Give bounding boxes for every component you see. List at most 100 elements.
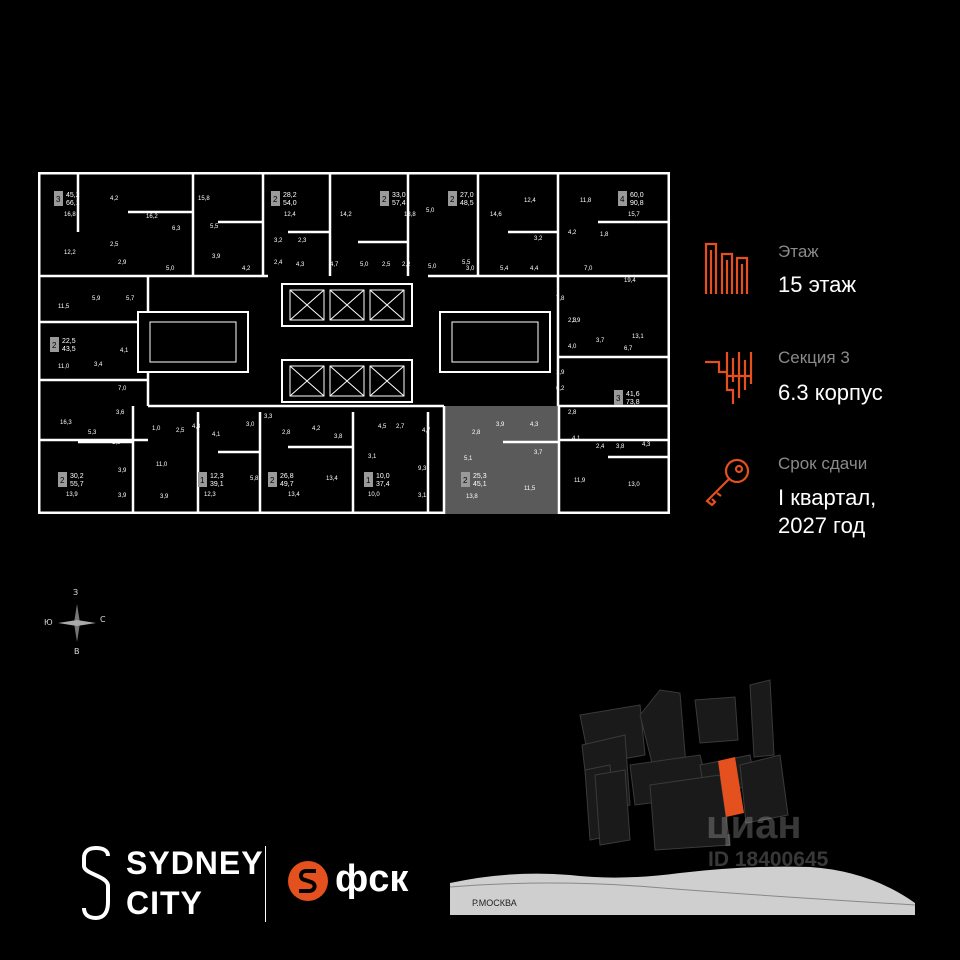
room-area: 4,2 xyxy=(312,426,321,432)
unit-bottom-1-living-area: 30,2 xyxy=(70,473,84,480)
unit-top-4-rooms: 2 xyxy=(450,195,455,204)
room-area: 2,3 xyxy=(298,238,307,244)
unit-top-4-rooms-badge xyxy=(448,191,457,206)
room-area: 15,7 xyxy=(628,212,640,218)
room-area: 6,2 xyxy=(556,386,565,392)
room-area: 4,4 xyxy=(530,266,539,272)
unit-top-3-rooms-badge xyxy=(380,191,389,206)
sydney-city-logo-icon xyxy=(82,846,110,921)
room-area: 3,7 xyxy=(596,338,605,344)
room-area: 3,9 xyxy=(496,422,505,428)
room-area: 3,6 xyxy=(116,410,125,416)
room-area: 4,1 xyxy=(120,348,129,354)
unit-bottom-3-total-area: 49,7 xyxy=(280,481,294,488)
room-area: 13,4 xyxy=(326,476,338,482)
room-area: 2,4 xyxy=(596,444,605,450)
room-area: 4,2 xyxy=(242,266,251,272)
section-label: Секция 3 xyxy=(778,348,850,367)
watermark-brand: циан xyxy=(706,803,802,847)
brand-divider xyxy=(265,846,266,922)
room-area: 2,3 xyxy=(568,318,577,324)
room-area: 3,0 xyxy=(246,422,255,428)
unit-top-2-living-area: 28,2 xyxy=(283,192,297,199)
unit-bottom-3-rooms-badge xyxy=(268,472,277,487)
river-label: Р.МОСКВА xyxy=(472,898,517,908)
sydney-line2: CITY xyxy=(126,885,203,921)
room-area: 12,4 xyxy=(524,198,536,204)
section-value: 6.3 корпус xyxy=(778,380,883,405)
unit-bottom-3-rooms: 2 xyxy=(270,476,275,485)
unit-bottom-2-living-area: 12,3 xyxy=(210,473,224,480)
room-area: 3,1 xyxy=(418,493,427,499)
compass-east: С xyxy=(100,615,106,624)
floor-value: 15 этаж xyxy=(778,272,857,297)
room-area: 2,8 xyxy=(568,410,577,416)
room-area: 2,7 xyxy=(396,424,405,430)
unit-bottom-4-total-area: 37,4 xyxy=(376,481,390,488)
compass: З В Ю С xyxy=(42,588,112,658)
unit-top-2-total-area: 54,0 xyxy=(283,200,297,207)
unit-bottom-5-rooms-badge xyxy=(461,472,470,487)
room-area: 4,0 xyxy=(568,344,577,350)
room-area: 1,0 xyxy=(152,426,161,432)
room-area: 9,3 xyxy=(418,466,427,472)
room-area: 7,0 xyxy=(118,386,127,392)
room-area: 2,4 xyxy=(274,260,283,266)
room-area-bottom: 13,8 xyxy=(466,494,478,500)
room-area: 3,1 xyxy=(368,454,377,460)
room-area: 1,9 xyxy=(572,318,581,324)
room-area: 5,3 xyxy=(88,430,97,436)
unit-top-5-living-area: 60,0 xyxy=(630,192,644,199)
unit-top-4-total-area: 48,5 xyxy=(460,200,474,207)
building-highlight xyxy=(718,757,744,817)
unit-top-1-total-area: 66,1 xyxy=(66,200,80,207)
compass-rose-icon xyxy=(58,604,96,642)
room-area: 18,8 xyxy=(404,212,416,218)
unit-top-3-rooms: 2 xyxy=(382,195,387,204)
room-area: 7,0 xyxy=(584,266,593,272)
compass-south: В xyxy=(74,647,80,656)
room-area: 2,9 xyxy=(118,260,127,266)
room-area: 7,8 xyxy=(556,296,565,302)
unit-bottom-2-rooms: 1 xyxy=(200,476,205,485)
room-area-bottom: 10,0 xyxy=(368,492,380,498)
room-area: 5,1 xyxy=(464,456,473,462)
unit-bottom-5-rooms: 2 xyxy=(463,476,468,485)
room-area: 16,2 xyxy=(146,214,158,220)
room-area: 5,0 xyxy=(428,264,437,270)
unit-top-1-living-area: 45,2 xyxy=(66,192,80,199)
room-area: 19,4 xyxy=(624,278,636,284)
room-area: 5,0 xyxy=(166,266,175,272)
room-area: 3,8 xyxy=(334,434,343,440)
room-area: 5,9 xyxy=(92,296,101,302)
room-area: 5,5 xyxy=(462,260,471,266)
unit-bottom-2-total-area: 39,1 xyxy=(210,481,224,488)
unit-side-1-rooms-badge xyxy=(50,337,59,352)
room-area: 11,8 xyxy=(580,198,592,204)
room-area: 4,7 xyxy=(330,262,339,268)
room-area: 4,3 xyxy=(642,442,651,448)
room-area: 16,3 xyxy=(60,420,72,426)
room-area: 4,1 xyxy=(572,436,581,442)
highlighted-apartment xyxy=(444,406,559,514)
room-area: 12,2 xyxy=(64,250,76,256)
room-area: 13,0 xyxy=(628,482,640,488)
room-area: 12,4 xyxy=(284,212,296,218)
room-area: 3,0 xyxy=(466,266,475,272)
room-area: 4,7 xyxy=(422,428,431,434)
unit-bottom-1-total-area: 55,7 xyxy=(70,481,84,488)
room-area: 4,2 xyxy=(110,196,119,202)
floor-icon xyxy=(704,242,749,294)
floor-label: Этаж xyxy=(778,242,819,261)
room-area: 5,0 xyxy=(426,208,435,214)
room-area-bottom: 13,9 xyxy=(66,492,78,498)
unit-top-4-living-area: 27,0 xyxy=(460,192,474,199)
room-area: 3,3 xyxy=(264,414,273,420)
unit-side-2-living-area: 41,6 xyxy=(626,391,640,398)
room-area: 13,1 xyxy=(632,334,644,340)
unit-top-5-rooms: 4 xyxy=(620,195,625,204)
room-area: 11,9 xyxy=(574,478,586,484)
room-area: 3,2 xyxy=(274,238,283,244)
